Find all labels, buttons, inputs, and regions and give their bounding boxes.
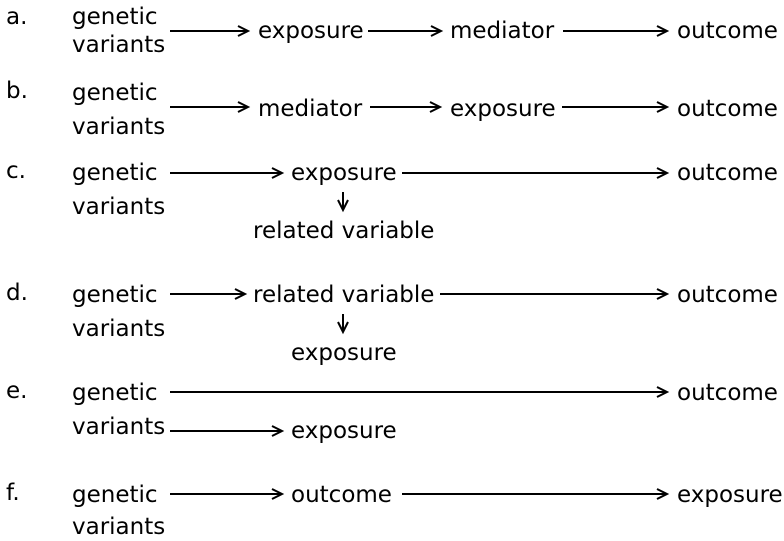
node-exposure-d: exposure [291,340,397,366]
node-outcome-a: outcome [677,18,778,44]
source-variants-d: variants [72,316,166,342]
source-genetic-f: genetic [72,482,158,508]
source-variants-b: variants [72,114,166,140]
node-related-variable-c: related variable [253,218,435,244]
panel-label-d: d. [6,280,28,306]
arrow-c-1 [170,167,285,179]
node-mediator-b: mediator [258,96,363,122]
arrow-a-1 [170,25,251,37]
arrow-b-1 [170,101,251,113]
node-outcome-c: outcome [677,160,778,186]
panel-label-c: c. [6,158,26,184]
panel-label-f: f. [6,480,20,506]
node-related-variable-d: related variable [253,282,435,308]
source-genetic-e: genetic [72,380,158,406]
node-exposure-e: exposure [291,418,397,444]
arrow-e-1 [170,386,670,398]
arrow-d-down [337,314,349,335]
node-outcome-d: outcome [677,282,778,308]
source-variants-e: variants [72,414,166,440]
source-variants-c: variants [72,194,166,220]
source-genetic-c: genetic [72,160,158,186]
node-mediator-a: mediator [450,18,555,44]
node-outcome-f: outcome [291,482,392,508]
arrow-b-3 [562,101,670,113]
node-outcome-e: outcome [677,380,778,406]
node-exposure-b: exposure [450,96,556,122]
arrow-d-2 [440,288,670,300]
arrow-f-1 [170,488,285,500]
arrow-d-1 [170,288,248,300]
panel-label-e: e. [6,378,28,404]
source-genetic-a: genetic [72,4,158,30]
node-exposure-c: exposure [291,160,397,186]
arrow-a-2 [368,25,444,37]
source-genetic-b: genetic [72,80,158,106]
arrow-e-2 [170,425,285,437]
node-exposure-a: exposure [258,18,364,44]
node-outcome-b: outcome [677,96,778,122]
panel-label-b: b. [6,78,28,104]
panel-label-a: a. [6,4,28,30]
source-genetic-d: genetic [72,282,158,308]
arrow-b-2 [370,101,443,113]
source-variants-f: variants [72,514,166,540]
node-exposure-f: exposure [677,482,783,508]
arrow-c-2 [402,167,670,179]
source-variants-a: variants [72,32,166,58]
arrow-c-down [337,192,349,213]
arrow-f-2 [402,488,670,500]
arrow-a-3 [563,25,670,37]
